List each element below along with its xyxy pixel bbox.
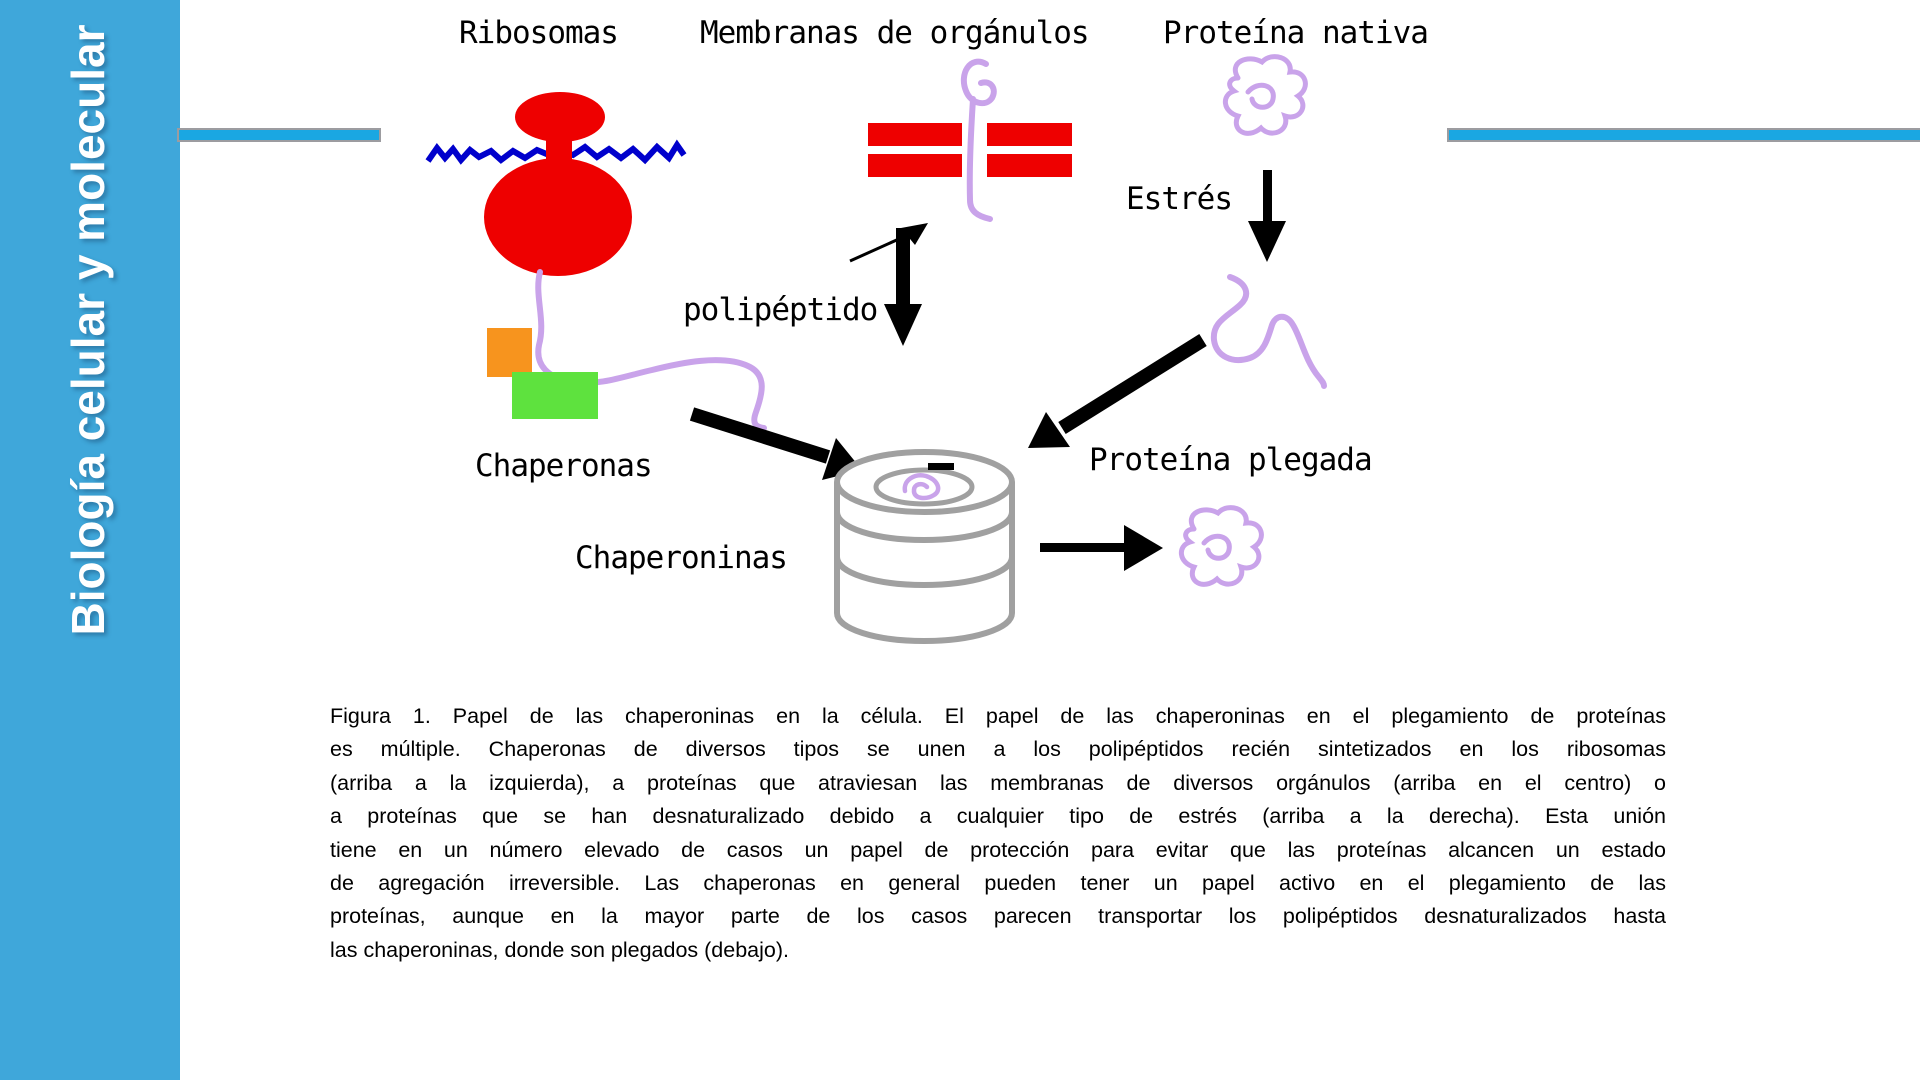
arrow-chaperones-to-chaperonin-icon	[689, 407, 862, 480]
horizontal-rule-left	[177, 128, 381, 142]
arrow-chaperonin-to-folded-icon	[1040, 525, 1163, 571]
label-folded-protein: Proteína plegada	[1089, 442, 1373, 478]
label-ribosomes: Ribosomas	[459, 15, 619, 51]
caption-line: proteínas, aunque en la mayor parte de l…	[330, 904, 1666, 929]
label-native-protein: Proteína nativa	[1163, 15, 1429, 51]
ribosome-large-subunit-icon	[484, 158, 632, 276]
denatured-protein-icon	[1210, 274, 1327, 389]
figure-caption: Figura 1. Papel de las chaperoninas en l…	[330, 700, 1666, 967]
caption-line: es múltiple. Chaperonas de diversos tipo…	[330, 737, 1666, 762]
organelle-membrane-icon	[868, 123, 1072, 177]
nascent-polypeptide-icon	[535, 269, 767, 431]
caption-line: Figura 1. Papel de las chaperoninas en l…	[330, 704, 1666, 728]
label-chaperonins: Chaperoninas	[575, 540, 788, 576]
caption-line: las chaperoninas, donde son plegados (de…	[330, 937, 789, 962]
folded-protein-icon	[1179, 505, 1264, 587]
protein-inside-chaperonin-icon	[902, 473, 941, 501]
stress-arrow-icon	[1248, 170, 1286, 262]
ribosome-small-subunit-icon	[515, 92, 605, 142]
native-protein-icon	[1223, 54, 1308, 136]
label-stress: Estrés	[1126, 181, 1233, 217]
label-organelle-membranes: Membranas de orgánulos	[700, 15, 1090, 51]
chaperonin-cylinder-icon	[834, 449, 1015, 645]
chaperonin-diagram	[425, 54, 1327, 645]
arrow-membrane-to-chaperonin-icon	[884, 228, 922, 346]
arrow-stress-to-chaperonin-icon	[1028, 334, 1207, 448]
chaperone-orange-icon	[487, 328, 532, 377]
caption-line: tiene en un número elevado de casos un p…	[330, 837, 1666, 862]
horizontal-rule-right	[1447, 128, 1920, 142]
caption-line: a proteínas que se han desnaturalizado d…	[330, 804, 1666, 829]
chaperone-green-icon	[512, 372, 598, 419]
thin-arrow-to-membrane-icon	[849, 223, 928, 263]
caption-line: (arriba a la izquierda), a proteínas que…	[330, 770, 1666, 795]
label-polypeptide: polipéptido	[683, 292, 878, 328]
sidebar: Biología celular y molecular	[0, 0, 180, 1080]
chaperonin-lid-tick-icon	[928, 463, 954, 470]
membrane-crossing-protein-icon	[960, 58, 997, 222]
label-chaperones: Chaperonas	[475, 448, 653, 484]
caption-line: de agregación irreversible. Las chaperon…	[330, 871, 1666, 896]
